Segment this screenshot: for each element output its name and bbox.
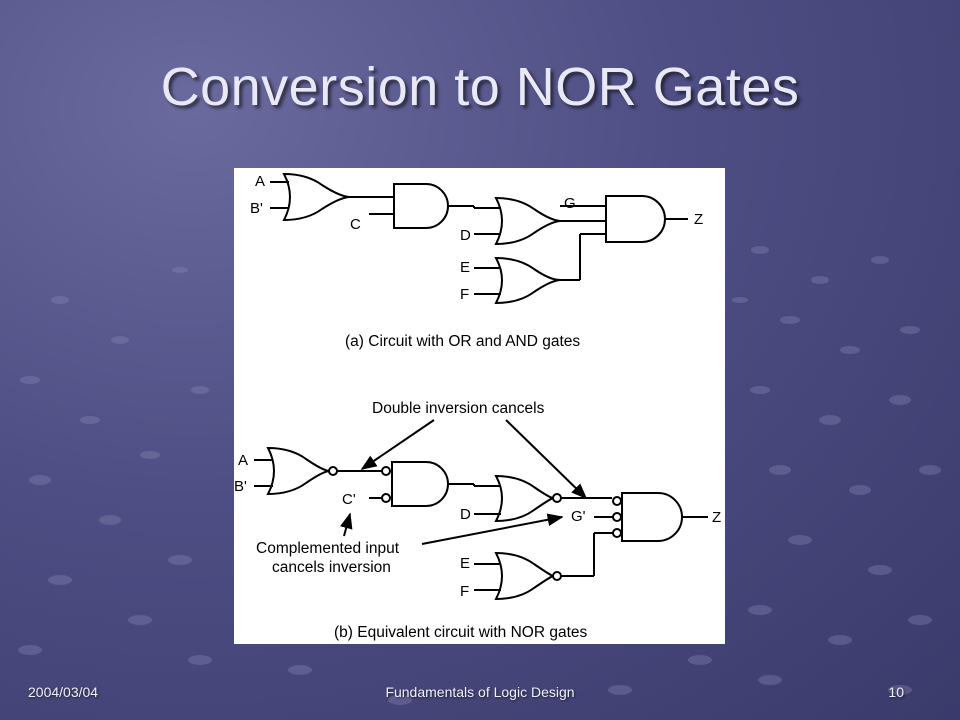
- slide-title: Conversion to NOR Gates: [160, 57, 800, 117]
- caption-b: (b) Equivalent circuit with NOR gates: [334, 624, 588, 641]
- label-b-a: A: [238, 452, 248, 469]
- annotation-complement-line2: cancels inversion: [272, 559, 391, 576]
- label-b-b: B': [234, 478, 247, 495]
- label-z: Z: [694, 211, 703, 228]
- label-b-g: G': [571, 508, 586, 525]
- label-b-d: D: [460, 506, 471, 523]
- label-b-f: F: [460, 583, 469, 600]
- label-f: F: [460, 286, 469, 303]
- and-gate-2: [605, 195, 666, 243]
- nor-gate-2: [494, 474, 554, 523]
- label-b-e: E: [460, 555, 470, 572]
- annotation-arrow: [340, 512, 353, 537]
- and-gate-1: [393, 183, 449, 229]
- label-a: A: [255, 173, 265, 190]
- or-gate-1: [282, 172, 350, 222]
- annotation-arrow: [421, 513, 564, 545]
- page-number: 10: [888, 684, 904, 700]
- logic-circuit-figure: A B' C D G Z E F (a) Circuit with OR and…: [234, 168, 725, 644]
- nor-gate-3: [494, 551, 557, 601]
- and-gate-b1: [391, 461, 449, 507]
- label-c: C: [350, 216, 361, 233]
- label-g: G: [564, 195, 576, 212]
- annotation-double-inversion: Double inversion cancels: [372, 400, 545, 417]
- footer-date: 2004/03/04: [28, 684, 99, 700]
- or-gate-2: [494, 196, 561, 246]
- annotation-arrow: [360, 419, 435, 470]
- circuit-b: [254, 419, 708, 601]
- annotation-complement-line1: Complemented input: [256, 540, 400, 557]
- label-d: D: [460, 227, 471, 244]
- annotation-arrow: [505, 419, 588, 500]
- circuit-a: [270, 172, 688, 305]
- label-b-z: Z: [712, 509, 721, 526]
- footer-course: Fundamentals of Logic Design: [385, 684, 575, 700]
- inversion-bubble: [328, 466, 338, 476]
- circuit-diagram-svg: A B' C D G Z E F (a) Circuit with OR and…: [234, 172, 721, 641]
- and-gate-b2: [621, 492, 683, 542]
- label-b-c: C': [342, 491, 356, 508]
- caption-a: (a) Circuit with OR and AND gates: [345, 333, 580, 350]
- nor-gate-1: [266, 446, 330, 496]
- label-b: B': [250, 200, 263, 217]
- label-e: E: [460, 259, 470, 276]
- or-gate-3: [494, 256, 561, 305]
